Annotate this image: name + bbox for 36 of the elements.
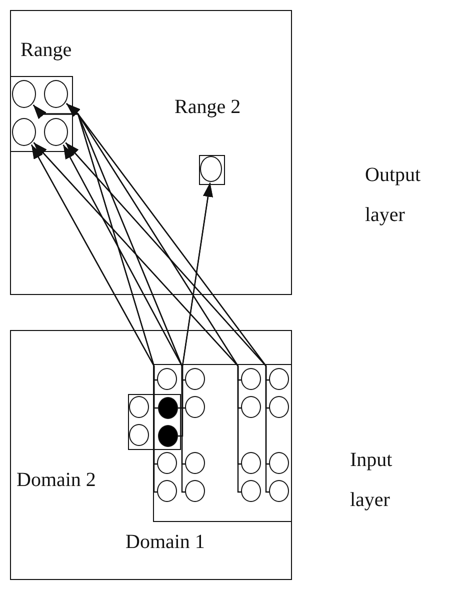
connection-arrow [32, 104, 242, 465]
connection-arrow [30, 144, 158, 493]
unit-circle [185, 452, 205, 474]
unit-circle [157, 480, 177, 502]
unit-circle [129, 396, 149, 418]
unit-circle [12, 80, 36, 108]
connection-arrow [62, 144, 186, 493]
unit-circle [269, 480, 289, 502]
connection-arrow [33, 142, 242, 493]
region-label: Range 2 [174, 96, 241, 118]
unit-circle [241, 480, 261, 502]
unit-circle [157, 368, 177, 390]
unit-circle [44, 80, 68, 108]
connection-arrow [66, 103, 270, 465]
unit-circle [185, 480, 205, 502]
unit-circle [158, 397, 178, 419]
unit-circle [269, 396, 289, 418]
region-label: Range [20, 38, 72, 62]
unit-circle [241, 368, 261, 390]
unit-circle [241, 396, 261, 418]
unit-circle [129, 424, 149, 446]
unit-circle [269, 452, 289, 474]
unit-circle [158, 425, 178, 447]
unit-circle [185, 396, 205, 418]
layer-label: Input layer [350, 448, 394, 513]
region-label: Domain 1 [126, 530, 205, 554]
region-label: Domain 2 [16, 468, 96, 492]
unit-circle [157, 452, 177, 474]
layer-label: Output layer [365, 163, 422, 228]
unit-circle [44, 118, 68, 146]
unit-circle [185, 368, 205, 390]
layer-box [10, 10, 292, 295]
unit-circle [241, 452, 261, 474]
unit-circle [269, 368, 289, 390]
unit-circle [12, 118, 36, 146]
connection-arrow [65, 142, 270, 493]
